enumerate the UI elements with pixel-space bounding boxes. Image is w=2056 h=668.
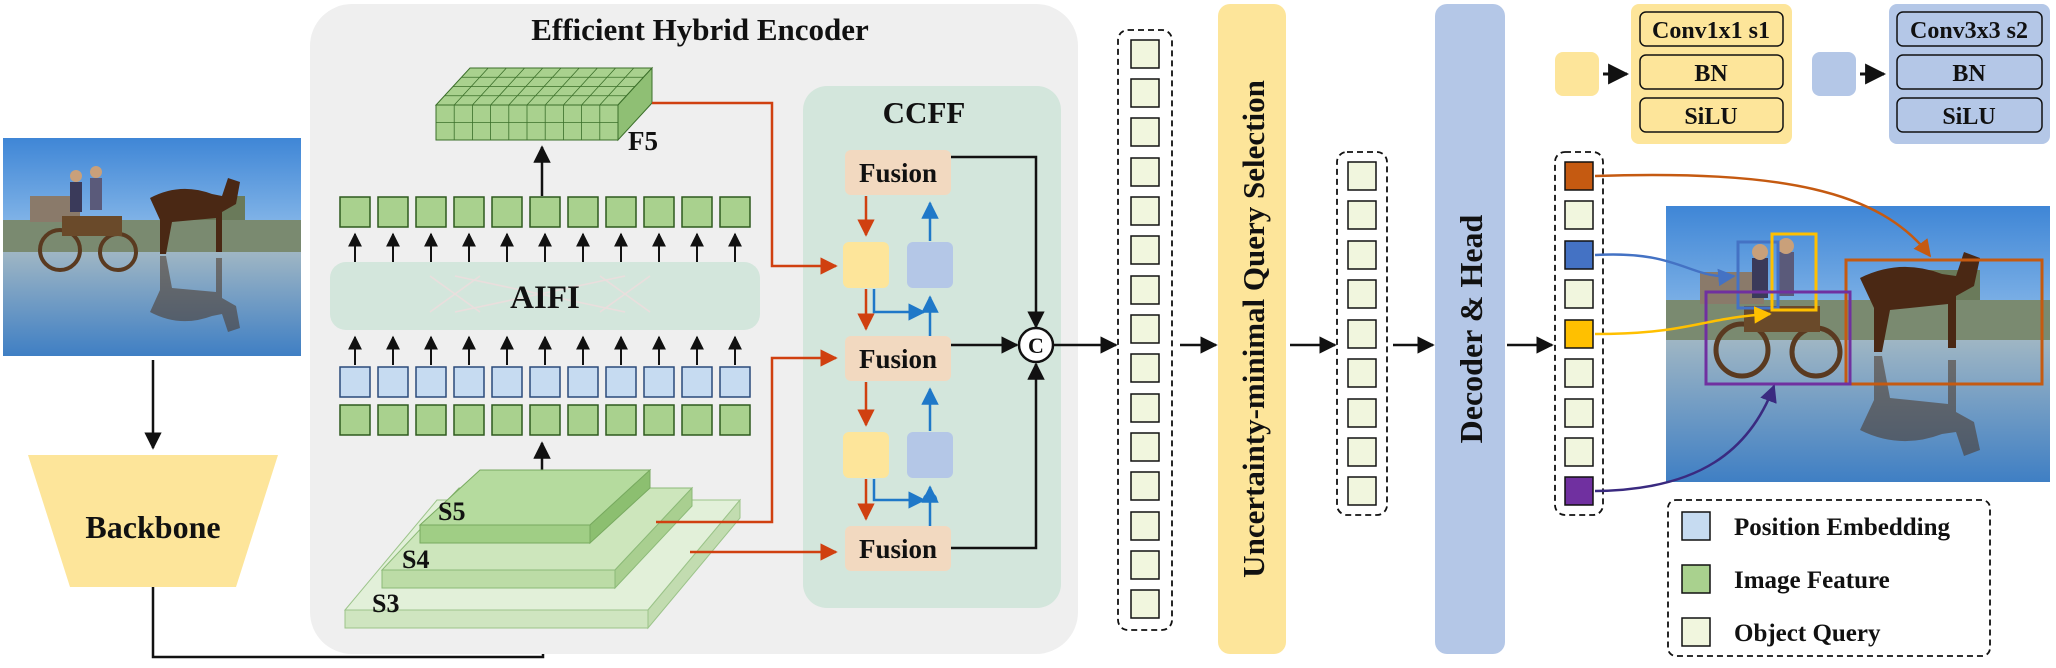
conv1x1-layer-bn: BN [1694, 61, 1728, 87]
f5-feature-map: F5 [434, 66, 658, 156]
aifi-label: AIFI [510, 280, 580, 316]
fusion-block-top: Fusion [845, 150, 951, 195]
conv3x3-layer-silu: SiLU [1942, 104, 1995, 130]
f5-label: F5 [628, 126, 658, 156]
input-image [3, 138, 301, 356]
s5-plane [418, 468, 652, 545]
fusion-label-middle: Fusion [859, 344, 937, 374]
legend-item-image-feature: Image Feature [1681, 564, 1890, 594]
output-query-tokens [1554, 151, 1604, 516]
stage-label-s3: S3 [372, 589, 399, 618]
backbone-feature-stack: S5 S4 S3 [343, 468, 742, 630]
fusion-label-top: Fusion [859, 158, 937, 188]
fusion-block-bottom: Fusion [845, 526, 951, 571]
legend-item-position-embedding: Position Embedding [1681, 511, 1951, 541]
query-to-box-curves [1594, 173, 1932, 493]
stage-label-s4: S4 [402, 545, 429, 574]
conv3x3-layer-conv: Conv3x3 s2 [1910, 18, 2028, 44]
legend-label-position-embedding: Position Embedding [1734, 514, 1951, 541]
conv3x3-block-upper [907, 242, 953, 288]
fusion-block-middle: Fusion [845, 336, 951, 381]
decoder-head-block: Decoder & Head [1435, 4, 1505, 654]
fusion-label-bottom: Fusion [859, 534, 937, 564]
query-selection-label: Uncertainty-minimal Query Selection [1236, 80, 1271, 578]
stage-label-s5: S5 [438, 497, 465, 526]
legend-label-image-feature: Image Feature [1734, 567, 1890, 594]
conv1x1-layer-silu: SiLU [1684, 104, 1737, 130]
legend-label-object-query: Object Query [1734, 620, 1881, 647]
conv3x3-layer-bn: BN [1952, 61, 1986, 87]
position-embedding-tokens [339, 366, 751, 398]
ccff-title: CCFF [883, 95, 966, 130]
aifi-output-tokens [339, 196, 751, 228]
query-selection-block: Uncertainty-minimal Query Selection [1218, 4, 1286, 654]
backbone-label: Backbone [85, 509, 220, 545]
aifi-block: AIFI [330, 262, 760, 330]
conv3x3-block-lower [907, 432, 953, 478]
conv1x1-legend: Conv1x1 s1 BN SiLU [1555, 4, 1792, 144]
image-feature-tokens [339, 404, 751, 436]
concat-node: C [951, 155, 1055, 550]
ccff-blue-arrows [872, 201, 939, 526]
conv1x1-block-lower [843, 432, 889, 478]
concat-label: C [1028, 333, 1044, 358]
legend-item-object-query: Object Query [1681, 617, 1881, 647]
encoder-title: Efficient Hybrid Encoder [531, 12, 869, 47]
conv3x3-legend: Conv3x3 s2 BN SiLU [1812, 4, 2050, 144]
output-image [1666, 206, 2050, 482]
aifi-input-arrows [348, 335, 742, 365]
legend: Position Embedding Image Feature Object … [1667, 499, 1991, 657]
encoder-output-tokens [1117, 29, 1173, 631]
ccff-red-arrows [652, 101, 875, 561]
conv1x1-layer-conv: Conv1x1 s1 [1652, 18, 1770, 44]
conv1x1-block-upper [843, 242, 889, 288]
decoder-label: Decoder & Head [1453, 214, 1489, 443]
selected-query-tokens [1336, 151, 1388, 516]
backbone-block: Backbone [28, 455, 278, 587]
aifi-output-arrows [348, 232, 742, 262]
